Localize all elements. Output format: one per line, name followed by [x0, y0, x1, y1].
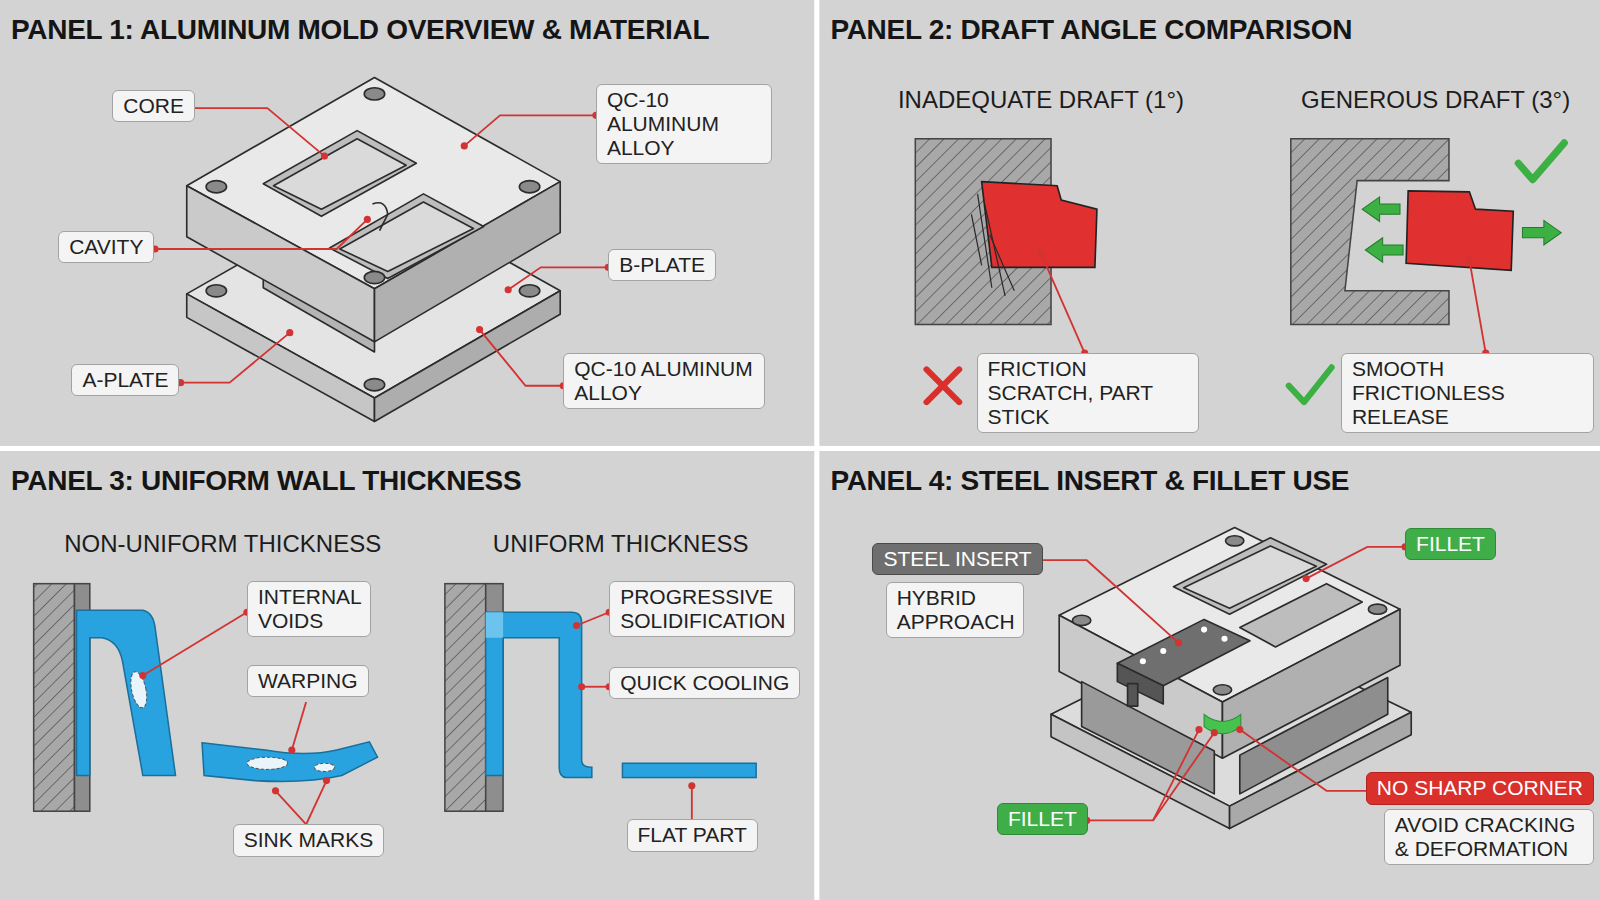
label-text: STEEL INSERT [883, 547, 1031, 571]
label-text: QUICK COOLING [620, 671, 789, 695]
label-text: SINK MARKS [244, 828, 374, 852]
label-text: INTERNAL VOIDS [258, 585, 360, 633]
part-label: A-PLATE [71, 364, 179, 396]
label-text: QC-10 ALUMINUM ALLOY [607, 88, 762, 160]
panel-heading: PANEL 3: UNIFORM WALL THICKNESS [11, 465, 521, 497]
part-label: CORE [112, 90, 195, 122]
warning-label: NO SHARP CORNER [1366, 772, 1594, 804]
sub-heading: GENEROUS DRAFT (3°) [1301, 86, 1570, 114]
panel: PANEL 3: UNIFORM WALL THICKNESS INTERNAL … [0, 451, 814, 900]
label-text: B-PLATE [619, 253, 705, 277]
part-label: B-PLATE [608, 249, 716, 281]
label-text: SMOOTH FRICTIONLESS RELEASE [1352, 357, 1583, 429]
label-text: CAVITY [69, 235, 143, 259]
sub-heading: INADEQUATE DRAFT (1°) [898, 86, 1184, 114]
label-text: FLAT PART [638, 823, 747, 847]
result-label: SMOOTH FRICTIONLESS RELEASE [1341, 353, 1594, 433]
note-label: AVOID CRACKING & DEFORMATION [1384, 809, 1594, 865]
material-label: QC-10 ALUMINUM ALLOY [596, 84, 773, 164]
label-text: CORE [123, 94, 184, 118]
result-label: FRICTION SCRATCH, PART STICK [977, 353, 1199, 433]
benefit-label: PROGRESSIVE SOLIDIFICATION [609, 581, 795, 637]
defect-label: SINK MARKS [233, 824, 385, 856]
panel: PANEL 4: STEEL INSERT & FILLET USE STEEL … [819, 451, 1600, 900]
sub-heading: UNIFORM THICKNESS [493, 530, 749, 558]
fillet-label: FILLET [1405, 528, 1496, 560]
benefit-label: FLAT PART [627, 819, 758, 851]
label-text: PROGRESSIVE SOLIDIFICATION [620, 585, 784, 633]
label-text: NO SHARP CORNER [1377, 776, 1583, 800]
panel-heading: PANEL 2: DRAFT ANGLE COMPARISON [830, 14, 1352, 46]
fillet-label: FILLET [997, 803, 1088, 835]
material-label: QC-10 ALUMINUM ALLOY [563, 353, 765, 409]
panel-heading: PANEL 1: ALUMINUM MOLD OVERVIEW & MATERI… [11, 14, 709, 46]
panel: PANEL 1: ALUMINUM MOLD OVERVIEW & MATERI… [0, 0, 814, 446]
note-label: HYBRID APPROACH [886, 582, 1025, 638]
label-text: FILLET [1008, 807, 1077, 831]
sub-heading: NON-UNIFORM THICKNESS [64, 530, 381, 558]
label-text: A-PLATE [82, 368, 168, 392]
defect-label: WARPING [247, 665, 369, 697]
label-text: QC-10 ALUMINUM ALLOY [574, 357, 754, 405]
benefit-label: QUICK COOLING [609, 667, 800, 699]
panel-heading: PANEL 4: STEEL INSERT & FILLET USE [830, 465, 1349, 497]
label-text: HYBRID APPROACH [897, 586, 1014, 634]
label-text: FILLET [1416, 532, 1485, 556]
insert-label: STEEL INSERT [872, 543, 1042, 575]
defect-label: INTERNAL VOIDS [247, 581, 371, 637]
label-text: AVOID CRACKING & DEFORMATION [1395, 813, 1583, 861]
label-text: WARPING [258, 669, 358, 693]
part-label: CAVITY [58, 231, 154, 263]
label-text: FRICTION SCRATCH, PART STICK [988, 357, 1188, 429]
panel: PANEL 2: DRAFT ANGLE COMPARISON FRICTION … [819, 0, 1600, 446]
